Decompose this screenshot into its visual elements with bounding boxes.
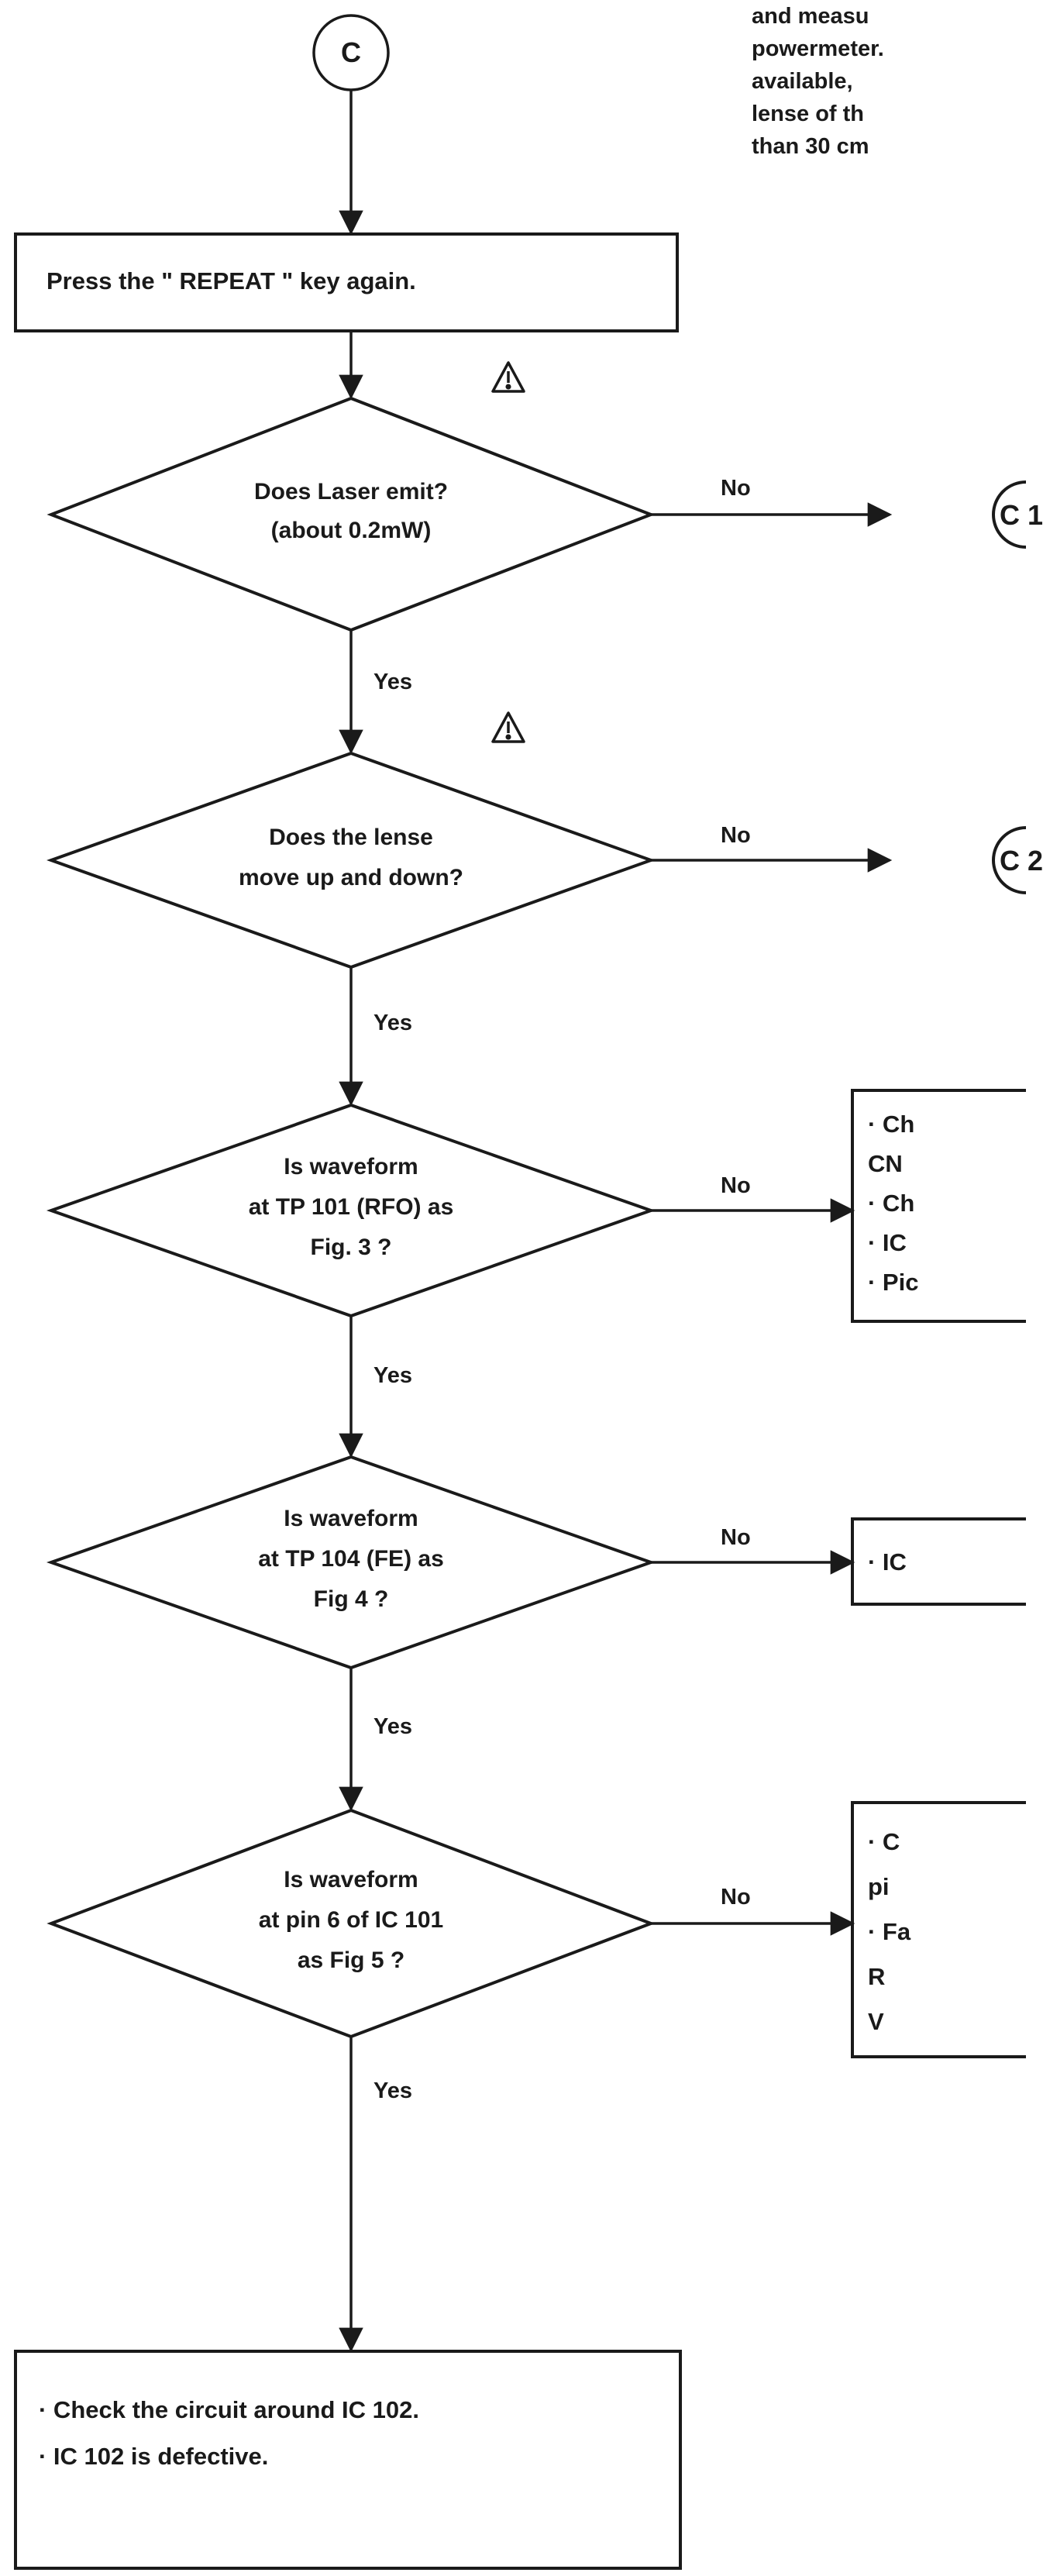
yes-label: Yes	[373, 1011, 412, 1035]
note-line: lense of th	[752, 102, 865, 126]
side-line: R	[868, 1963, 886, 1990]
connector-c1-circle	[992, 480, 1027, 549]
no-label: No	[721, 823, 751, 848]
decision-line: Does the lense	[269, 825, 433, 850]
decision-line: as Fig 5 ?	[297, 1947, 405, 1973]
connector-c2-circle	[992, 826, 1027, 894]
decision-line: move up and down?	[239, 865, 463, 890]
side-line: · Ch	[868, 1190, 915, 1217]
decision-line: at TP 104 (FE) as	[258, 1546, 444, 1572]
side-box-3	[851, 1801, 1026, 2058]
final-box-text: · Check the circuit around IC 102. · IC …	[39, 2387, 419, 2480]
press-repeat-box	[14, 232, 679, 332]
side-box-3-text: · C pi · Fa R V	[868, 1820, 910, 2044]
side-line: CN	[868, 1150, 903, 1177]
note-line: than 30 cm	[752, 134, 869, 159]
side-line: · Fa	[868, 1918, 911, 1945]
final-line: · Check the circuit around IC 102.	[39, 2396, 419, 2423]
note-text: and measu powermeter. available, lense o…	[752, 0, 884, 163]
press-repeat-label: Press the " REPEAT " key again.	[46, 267, 416, 294]
decision-2-text: Does the lense move up and down?	[165, 818, 537, 898]
decision-line: at pin 6 of IC 101	[258, 1907, 444, 1933]
yes-label: Yes	[373, 1363, 412, 1388]
yes-label: Yes	[373, 670, 412, 694]
final-box	[14, 2350, 682, 2570]
decision-4-text: Is waveform at TP 104 (FE) as Fig 4 ?	[165, 1499, 537, 1620]
decision-line: (about 0.2mW)	[270, 518, 432, 543]
final-line: · IC 102 is defective.	[39, 2443, 269, 2470]
decision-5-text: Is waveform at pin 6 of IC 101 as Fig 5 …	[165, 1860, 537, 1981]
decision-3-text: Is waveform at TP 101 (RFO) as Fig. 3 ?	[165, 1147, 537, 1268]
decision-line: Is waveform	[284, 1506, 418, 1531]
note-line: available,	[752, 69, 853, 94]
yes-label: Yes	[373, 1714, 412, 1739]
side-box-2-text: · IC	[868, 1542, 907, 1582]
side-line: pi	[868, 1873, 890, 1900]
side-line: · IC	[868, 1548, 907, 1576]
no-label: No	[721, 1525, 751, 1550]
side-line: · Ch	[868, 1111, 915, 1138]
no-label: No	[721, 476, 751, 501]
connector-c1-label: C 1	[1000, 499, 1043, 531]
warning-icon	[491, 361, 525, 393]
warning-icon	[491, 711, 525, 743]
no-label: No	[721, 1885, 751, 1910]
side-line: · C	[868, 1828, 900, 1855]
yes-label: Yes	[373, 2078, 412, 2103]
side-box-1-text: · Ch CN · Ch · IC · Pic	[868, 1104, 918, 1302]
side-line: V	[868, 2008, 884, 2035]
no-label: No	[721, 1173, 751, 1198]
decision-line: Does Laser emit?	[253, 479, 449, 505]
side-box-2	[851, 1517, 1026, 1606]
note-line: powermeter.	[752, 36, 884, 61]
decision-line: at TP 101 (RFO) as	[248, 1194, 454, 1220]
side-line: · IC	[868, 1229, 907, 1256]
decision-line: Is waveform	[284, 1867, 418, 1892]
connector-c2-label: C 2	[1000, 845, 1043, 876]
side-line: · Pic	[868, 1269, 919, 1296]
side-box-1	[851, 1089, 1026, 1323]
decision-line: Is waveform	[284, 1154, 418, 1180]
decision-1-text: Does Laser emit? (about 0.2mW)	[165, 473, 537, 550]
decision-line: Fig 4 ?	[313, 1586, 389, 1612]
connector-c-label: C	[341, 36, 361, 68]
decision-line: Fig. 3 ?	[310, 1235, 392, 1260]
note-line: and measu	[752, 4, 869, 29]
